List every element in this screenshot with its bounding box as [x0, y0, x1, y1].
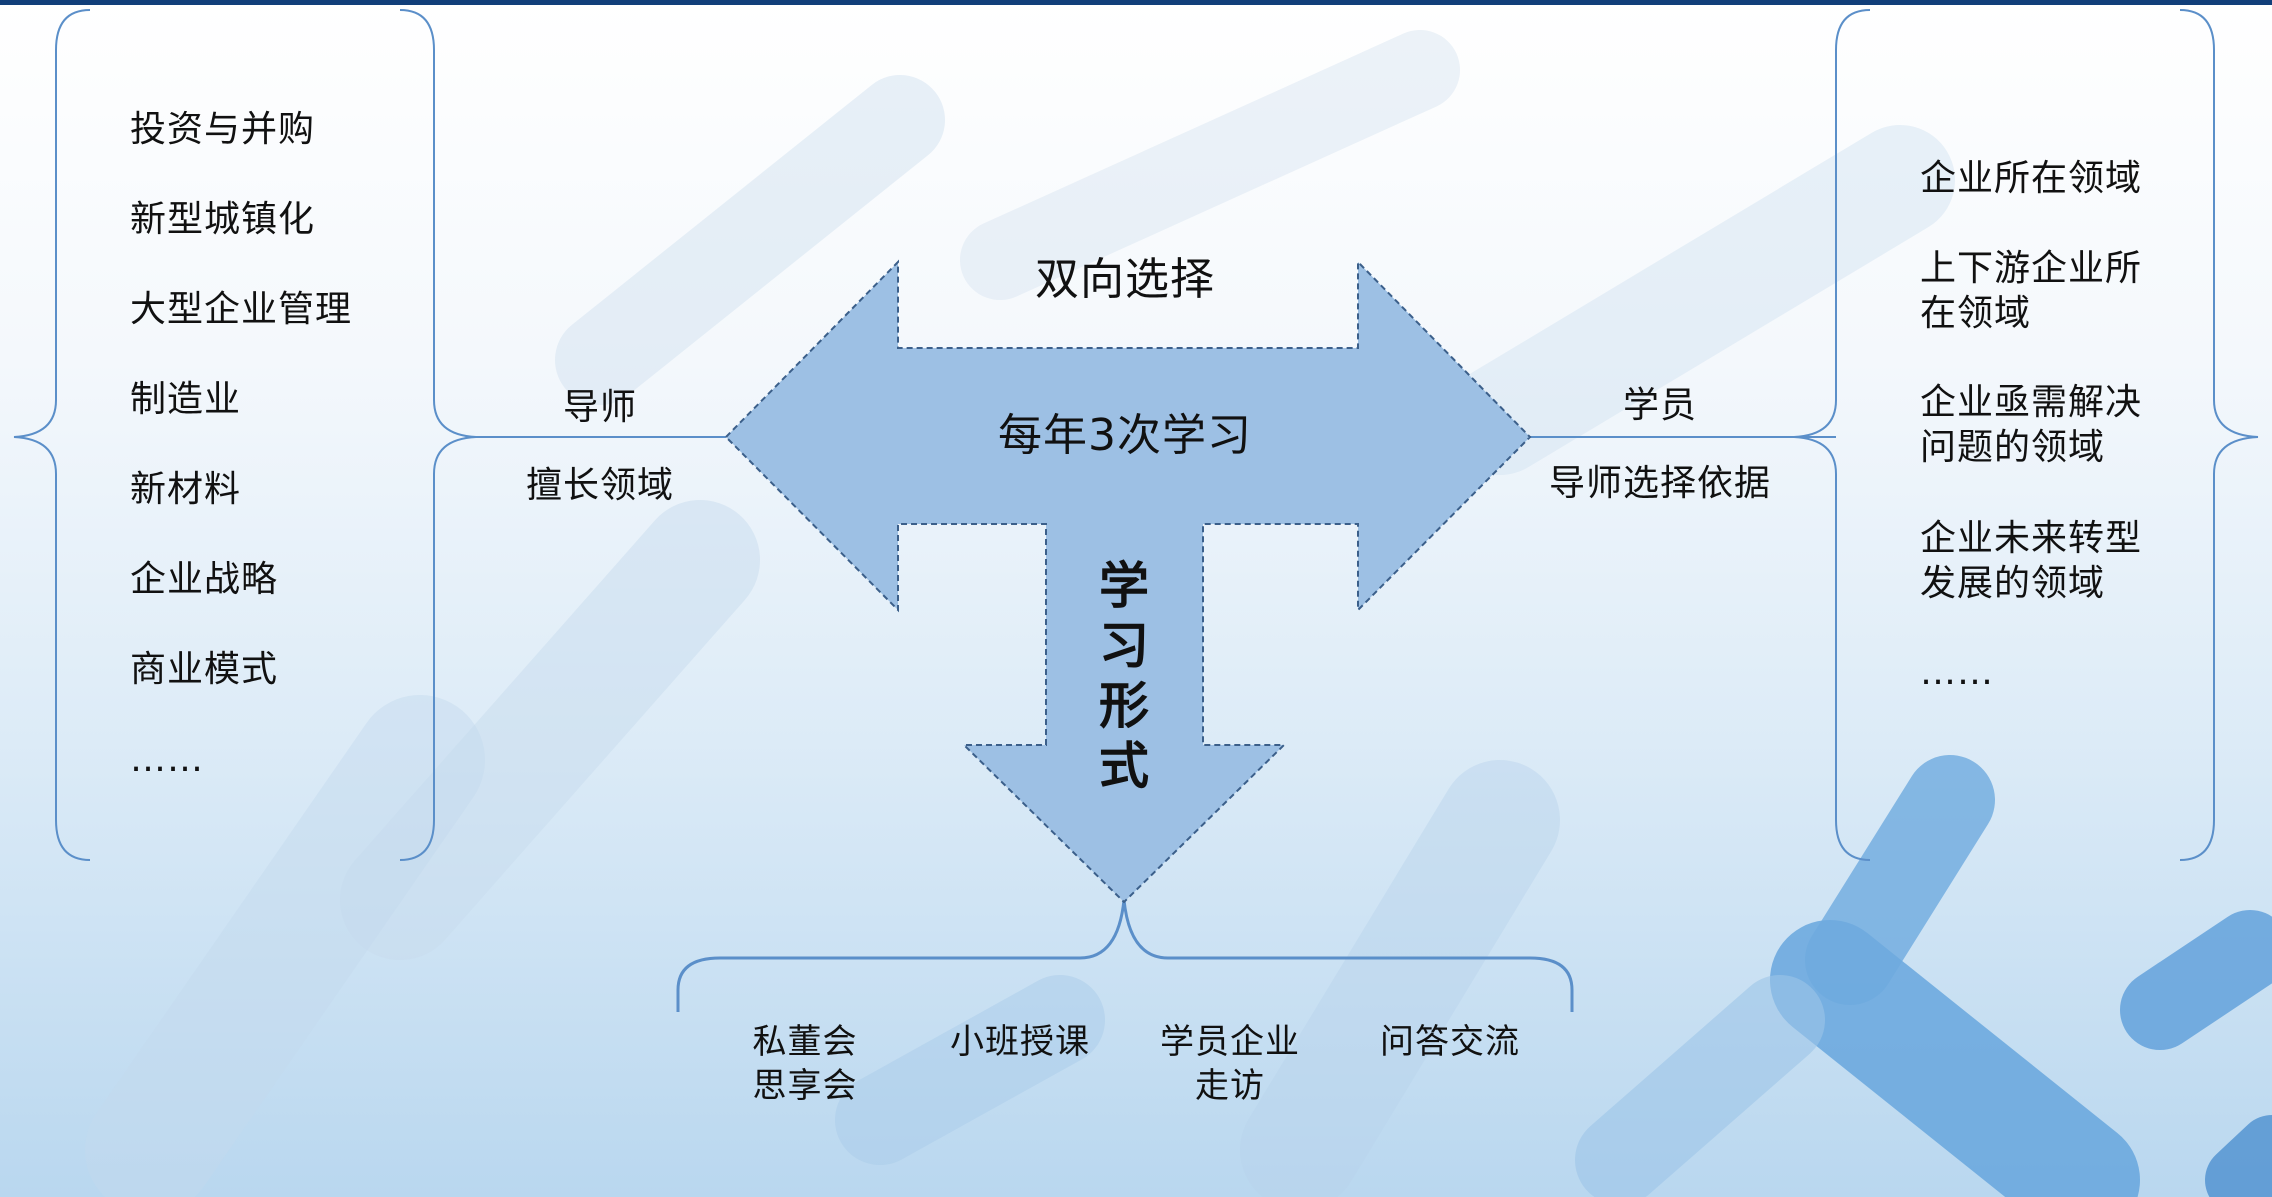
left-outer-bracket [13, 9, 91, 861]
list-item: 企业所在领域 [1920, 158, 2143, 199]
list-item: 商业模式 [130, 649, 279, 690]
list-item: 企业未来转型 发展的领域 [1920, 518, 2143, 604]
list-item: 投资与并购 [130, 109, 316, 150]
student-subtitle: 导师选择依据 [1548, 463, 1771, 504]
learning-form-item: 问答交流 [1380, 1022, 1520, 1062]
list-item: 新材料 [130, 469, 242, 510]
list-item: 制造业 [130, 379, 242, 420]
right-inner-bracket [1793, 9, 1871, 861]
bottom-bracket [676, 899, 1574, 1012]
mentor-subtitle: 擅长领域 [525, 465, 674, 506]
list-item: 上下游企业所 在领域 [1920, 248, 2143, 334]
list-item: 大型企业管理 [130, 289, 353, 330]
mentor-title: 导师 [562, 387, 637, 428]
list-item: …… [1920, 652, 1994, 693]
list-item: 企业亟需解决 问题的领域 [1920, 382, 2143, 468]
learning-form-item: 私董会 思享会 [752, 1022, 858, 1106]
student-title: 学员 [1622, 385, 1697, 426]
list-item: 新型城镇化 [130, 199, 316, 240]
learning-form-item: 小班授课 [950, 1022, 1090, 1062]
top-rule [0, 0, 2272, 5]
right-outer-bracket [2179, 9, 2259, 861]
arrow-down-label: 学习形式 [1099, 557, 1149, 795]
list-item: 企业战略 [130, 559, 279, 600]
list-item: …… [130, 739, 204, 780]
learning-form-item: 学员企业 走访 [1160, 1022, 1300, 1106]
arrow-center-label: 每年3次学习 [998, 410, 1252, 461]
double-arrow-shape [724, 259, 1532, 904]
arrow-top-label: 双向选择 [1035, 254, 1215, 305]
left-inner-bracket [399, 9, 477, 861]
